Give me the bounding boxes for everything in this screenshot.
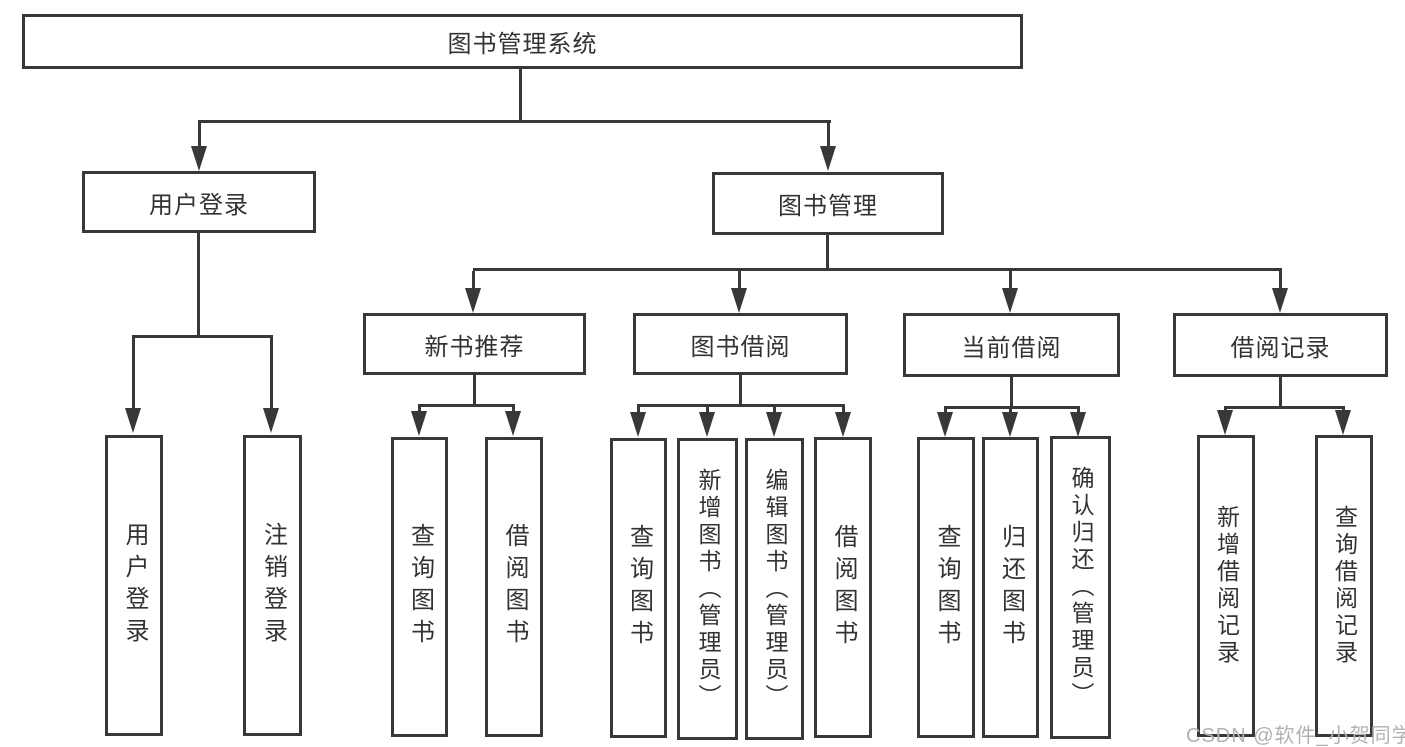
connector-l3-stub-3 — [1009, 271, 1012, 291]
leaf-edit-book-admin-label: 编辑图书（管理员） — [762, 467, 788, 711]
arrow-down-to-query-books-3 — [937, 412, 953, 437]
connector-l3-stub-2 — [738, 271, 741, 291]
leaf-logout: 注销登录 — [243, 435, 302, 736]
node-borrowing-records-label: 借阅记录 — [1230, 334, 1331, 362]
connector-gb-stub-1 — [637, 407, 640, 415]
leaf-confirm-return-admin: 确认归还（管理员） — [1050, 436, 1111, 739]
leaf-add-borrow-record-label: 新增借阅记录 — [1213, 505, 1240, 667]
node-borrowing-records: 借阅记录 — [1173, 313, 1388, 377]
arrow-down-to-borrow-books-2 — [835, 412, 851, 437]
connector-user-hline — [132, 335, 273, 338]
arrow-down-to-query-books-1 — [411, 411, 427, 436]
leaf-confirm-return-admin-label: 确认归还（管理员） — [1068, 466, 1094, 709]
arrow-down-to-current-borrowing — [1002, 288, 1018, 313]
node-new-book-recommend: 新书推荐 — [363, 313, 586, 375]
leaf-user-login-label: 用户登录 — [121, 521, 148, 650]
node-book-management-label: 图书管理 — [778, 193, 878, 220]
leaf-query-books-2-label: 查询图书 — [625, 524, 653, 652]
connector-mgmt-stub — [827, 123, 830, 151]
connector-user-leaf1-stub — [132, 338, 135, 410]
connector-user-stub — [198, 123, 201, 151]
node-book-borrowing-label: 图书借阅 — [690, 333, 791, 361]
connector-gb-stub-2 — [706, 407, 709, 415]
connector-root-vline — [519, 69, 522, 121]
connector-ga-vline — [473, 375, 476, 406]
leaf-edit-book-admin: 编辑图书（管理员） — [745, 438, 804, 740]
connector-gb-stub-4 — [842, 407, 845, 415]
arrow-down-to-add-borrow-record — [1217, 410, 1233, 435]
arrow-down-to-edit-book-admin — [766, 412, 782, 437]
node-user-login-group: 用户登录 — [82, 171, 316, 233]
leaf-query-borrow-record: 查询借阅记录 — [1315, 435, 1373, 737]
arrow-down-to-query-books-2 — [630, 412, 646, 437]
connector-level3-hline — [473, 268, 1282, 271]
connector-gc-vline — [1010, 377, 1013, 408]
node-current-borrowing-label: 当前借阅 — [961, 334, 1062, 362]
leaf-return-book-label: 归还图书 — [997, 523, 1025, 652]
leaf-return-book: 归还图书 — [982, 437, 1039, 738]
arrow-down-to-borrowing-records — [1272, 288, 1288, 313]
leaf-borrow-books-2: 借阅图书 — [814, 437, 872, 738]
leaf-add-borrow-record: 新增借阅记录 — [1197, 435, 1255, 737]
leaf-borrow-books-2-label: 借阅图书 — [830, 523, 857, 652]
connector-l3-stub-1 — [472, 271, 475, 291]
leaf-user-login: 用户登录 — [105, 435, 163, 736]
leaf-query-books-3: 查询图书 — [917, 437, 975, 738]
connector-gb-stub-3 — [773, 407, 776, 415]
arrow-down-to-book-borrowing — [731, 288, 747, 313]
node-user-login-group-label: 用户登录 — [149, 191, 249, 219]
leaf-logout-label: 注销登录 — [259, 521, 287, 650]
arrow-down-to-book-management — [820, 146, 836, 171]
arrow-down-to-query-borrow-record — [1335, 410, 1351, 435]
leaf-query-books-1: 查询图书 — [391, 437, 448, 737]
node-book-borrowing: 图书借阅 — [633, 313, 848, 375]
arrow-down-to-new-book-recommend — [465, 288, 481, 313]
leaf-query-books-1-label: 查询图书 — [406, 523, 434, 651]
arrow-down-to-user-login — [191, 146, 207, 171]
node-root: 图书管理系统 — [22, 14, 1023, 69]
leaf-add-book-admin-label: 新增图书（管理员） — [695, 467, 721, 711]
connector-gb-vline — [739, 375, 742, 406]
connector-user-leaf2-stub — [270, 338, 273, 410]
arrow-down-to-logout-leaf — [263, 408, 279, 433]
connector-gc-hline — [944, 406, 1080, 409]
leaf-borrow-books-1-label: 借阅图书 — [501, 523, 528, 651]
connector-mgmt-vline — [826, 235, 829, 271]
arrow-down-to-user-login-leaf — [125, 408, 141, 433]
node-new-book-recommend-label: 新书推荐 — [424, 333, 525, 361]
leaf-query-books-2: 查询图书 — [610, 438, 667, 738]
connector-gd-hline — [1224, 406, 1345, 409]
node-current-borrowing: 当前借阅 — [903, 313, 1120, 377]
arrow-down-to-borrow-books-1 — [505, 411, 521, 436]
leaf-query-books-3-label: 查询图书 — [933, 523, 960, 652]
connector-l3-stub-4 — [1279, 271, 1282, 291]
connector-level2-hline — [198, 120, 831, 123]
leaf-add-book-admin: 新增图书（管理员） — [677, 438, 738, 740]
connector-gd-vline — [1279, 377, 1282, 408]
connector-user-vline — [197, 233, 200, 335]
connector-ga-hline — [418, 404, 515, 407]
leaf-borrow-books-1: 借阅图书 — [485, 437, 543, 737]
node-book-management: 图书管理 — [712, 172, 944, 235]
arrow-down-to-add-book-admin — [699, 412, 715, 437]
connector-gb-hline — [637, 404, 845, 407]
arrow-down-to-confirm-return — [1070, 412, 1086, 437]
arrow-down-to-return-book — [1002, 412, 1018, 437]
csdn-watermark: CSDN @软件_小贺同学 — [1186, 725, 1405, 747]
node-root-label: 图书管理系统 — [447, 31, 598, 58]
leaf-query-borrow-record-label: 查询借阅记录 — [1331, 505, 1358, 667]
